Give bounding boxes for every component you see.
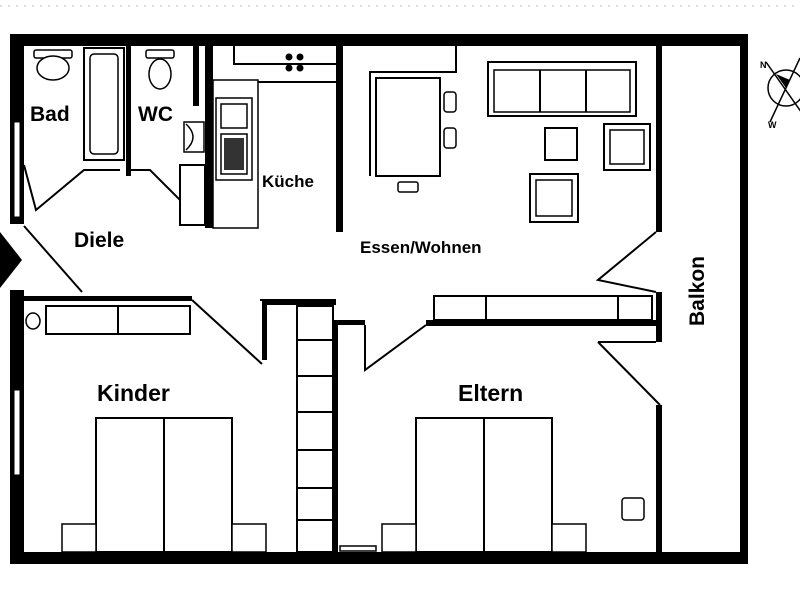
room-label-diele: Diele: [74, 229, 124, 252]
sofa: [487, 61, 637, 117]
room-label-kueche: Küche: [262, 172, 314, 191]
sideboard: [433, 295, 653, 321]
room-label-wc: WC: [138, 103, 173, 126]
bad-fixtures: [33, 47, 125, 161]
room-label-bad: Bad: [30, 103, 70, 126]
kinder-desk: [45, 305, 191, 335]
wc-fixtures: [145, 49, 206, 226]
bathtub-icon: [83, 47, 125, 161]
wc-cabinet: [179, 164, 206, 226]
wc-sink-icon: [183, 121, 205, 153]
coffee-table: [544, 127, 578, 161]
eltern-plant: [621, 497, 645, 521]
eltern-bed: [381, 417, 587, 553]
door-swings: [23, 164, 661, 406]
kitchen-sink-icon: [215, 97, 253, 181]
kinder-furniture: [25, 305, 267, 553]
dining-table: [375, 77, 457, 193]
compass-north: N: [760, 60, 767, 70]
wc-toilet-icon: [145, 49, 175, 90]
stove-icon: [285, 53, 304, 72]
entrance-arrow: [0, 232, 22, 288]
kinder-bed: [61, 417, 267, 553]
room-label-eltern: Eltern: [458, 380, 523, 406]
radiator: [339, 545, 377, 552]
compass-west: W: [768, 120, 777, 130]
living-furniture: [369, 46, 653, 321]
bad-toilet-icon: [33, 49, 73, 81]
inner-walls: [24, 46, 662, 552]
compass-icon: N W: [760, 57, 800, 130]
kitchen-fixtures: [212, 46, 336, 229]
room-label-balkon: Balkon: [686, 256, 709, 326]
wardrobe: [296, 305, 334, 553]
room-label-kinder: Kinder: [97, 380, 170, 406]
outer-walls: [10, 34, 748, 564]
armchair-right: [603, 123, 651, 171]
armchair-bottom: [529, 173, 579, 223]
eltern-furniture: [339, 417, 645, 553]
room-label-essen-wohnen: Essen/Wohnen: [360, 238, 482, 257]
